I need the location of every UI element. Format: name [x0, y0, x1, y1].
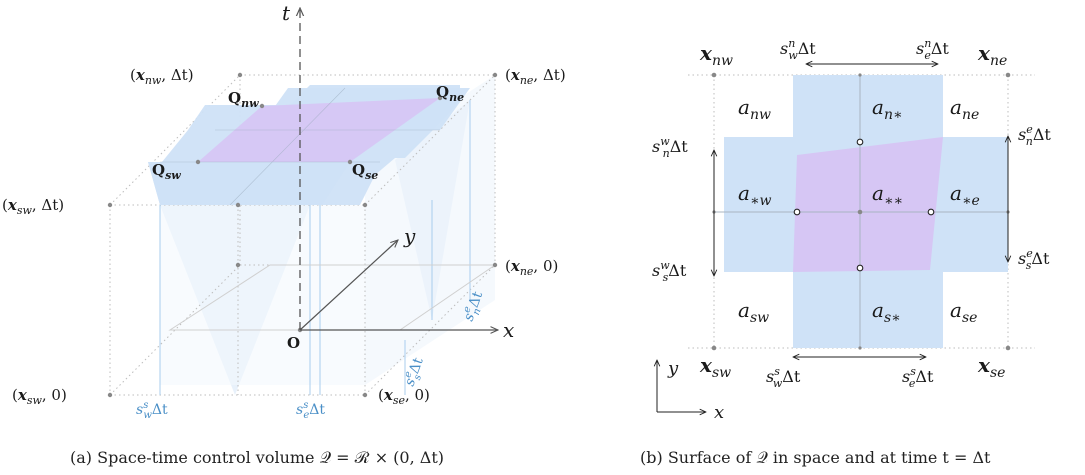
corner-label-nw-top: (xnw, Δt) — [130, 66, 194, 87]
cell-ne: ane — [950, 95, 979, 123]
cell-s: as∗ — [872, 298, 901, 326]
corner-se: xse — [977, 353, 1005, 381]
left-panel: t x y O (xnw, Δt) (xne, Δt) (xsw, Δt) (x… — [2, 1, 566, 467]
label-s-s-e: sesΔt — [400, 355, 430, 390]
cell-se: ase — [950, 298, 977, 326]
center-purple — [793, 137, 943, 272]
corner-label-sw-bot: (xsw, 0) — [12, 386, 67, 407]
cell-center: a∗∗ — [872, 181, 903, 209]
wall-front-face — [160, 205, 365, 385]
t-axis-label: t — [282, 1, 291, 25]
corner-label-ne-bot: (xne, 0) — [505, 257, 558, 278]
corner-label-se-bot: (xse, 0) — [378, 386, 430, 407]
y-axis-label: y — [403, 224, 416, 248]
corner-ne: xne — [977, 41, 1007, 69]
cell-n: an∗ — [872, 95, 902, 123]
small-x-label: x — [714, 402, 724, 423]
label-s-n-e: senΔt — [459, 288, 489, 324]
corner-label-ne-top: (xne, Δt) — [505, 66, 566, 87]
cell-sw: asw — [738, 298, 769, 326]
caption-a: (a) Space-time control volume 𝒬 = ℛ × (0… — [70, 448, 444, 467]
cell-w: a∗w — [738, 181, 771, 209]
x-axis-label: x — [503, 318, 514, 342]
cell-e: a∗e — [950, 181, 980, 209]
q-label-ne: Qne — [436, 83, 464, 104]
corner-label-sw-top: (xsw, Δt) — [2, 196, 64, 217]
corner-sw: xsw — [699, 353, 731, 381]
origin-label: O — [287, 334, 300, 352]
cell-nw: anw — [738, 95, 771, 123]
q-label-se: Qse — [352, 161, 378, 182]
midpoint-circles — [793, 138, 935, 272]
q-label-nw: Qnw — [228, 89, 259, 110]
caption-b: (b) Surface of 𝒬 in space and at time t … — [640, 448, 991, 467]
y-axis — [299, 240, 398, 331]
corner-nw: xnw — [699, 41, 733, 69]
right-panel: xnw xne xsw xse anw an∗ ane a∗w a∗∗ a∗e … — [640, 37, 1051, 467]
vertical-guides — [159, 100, 471, 395]
q-label-sw: Qsw — [152, 161, 181, 182]
small-y-label: y — [667, 358, 679, 379]
